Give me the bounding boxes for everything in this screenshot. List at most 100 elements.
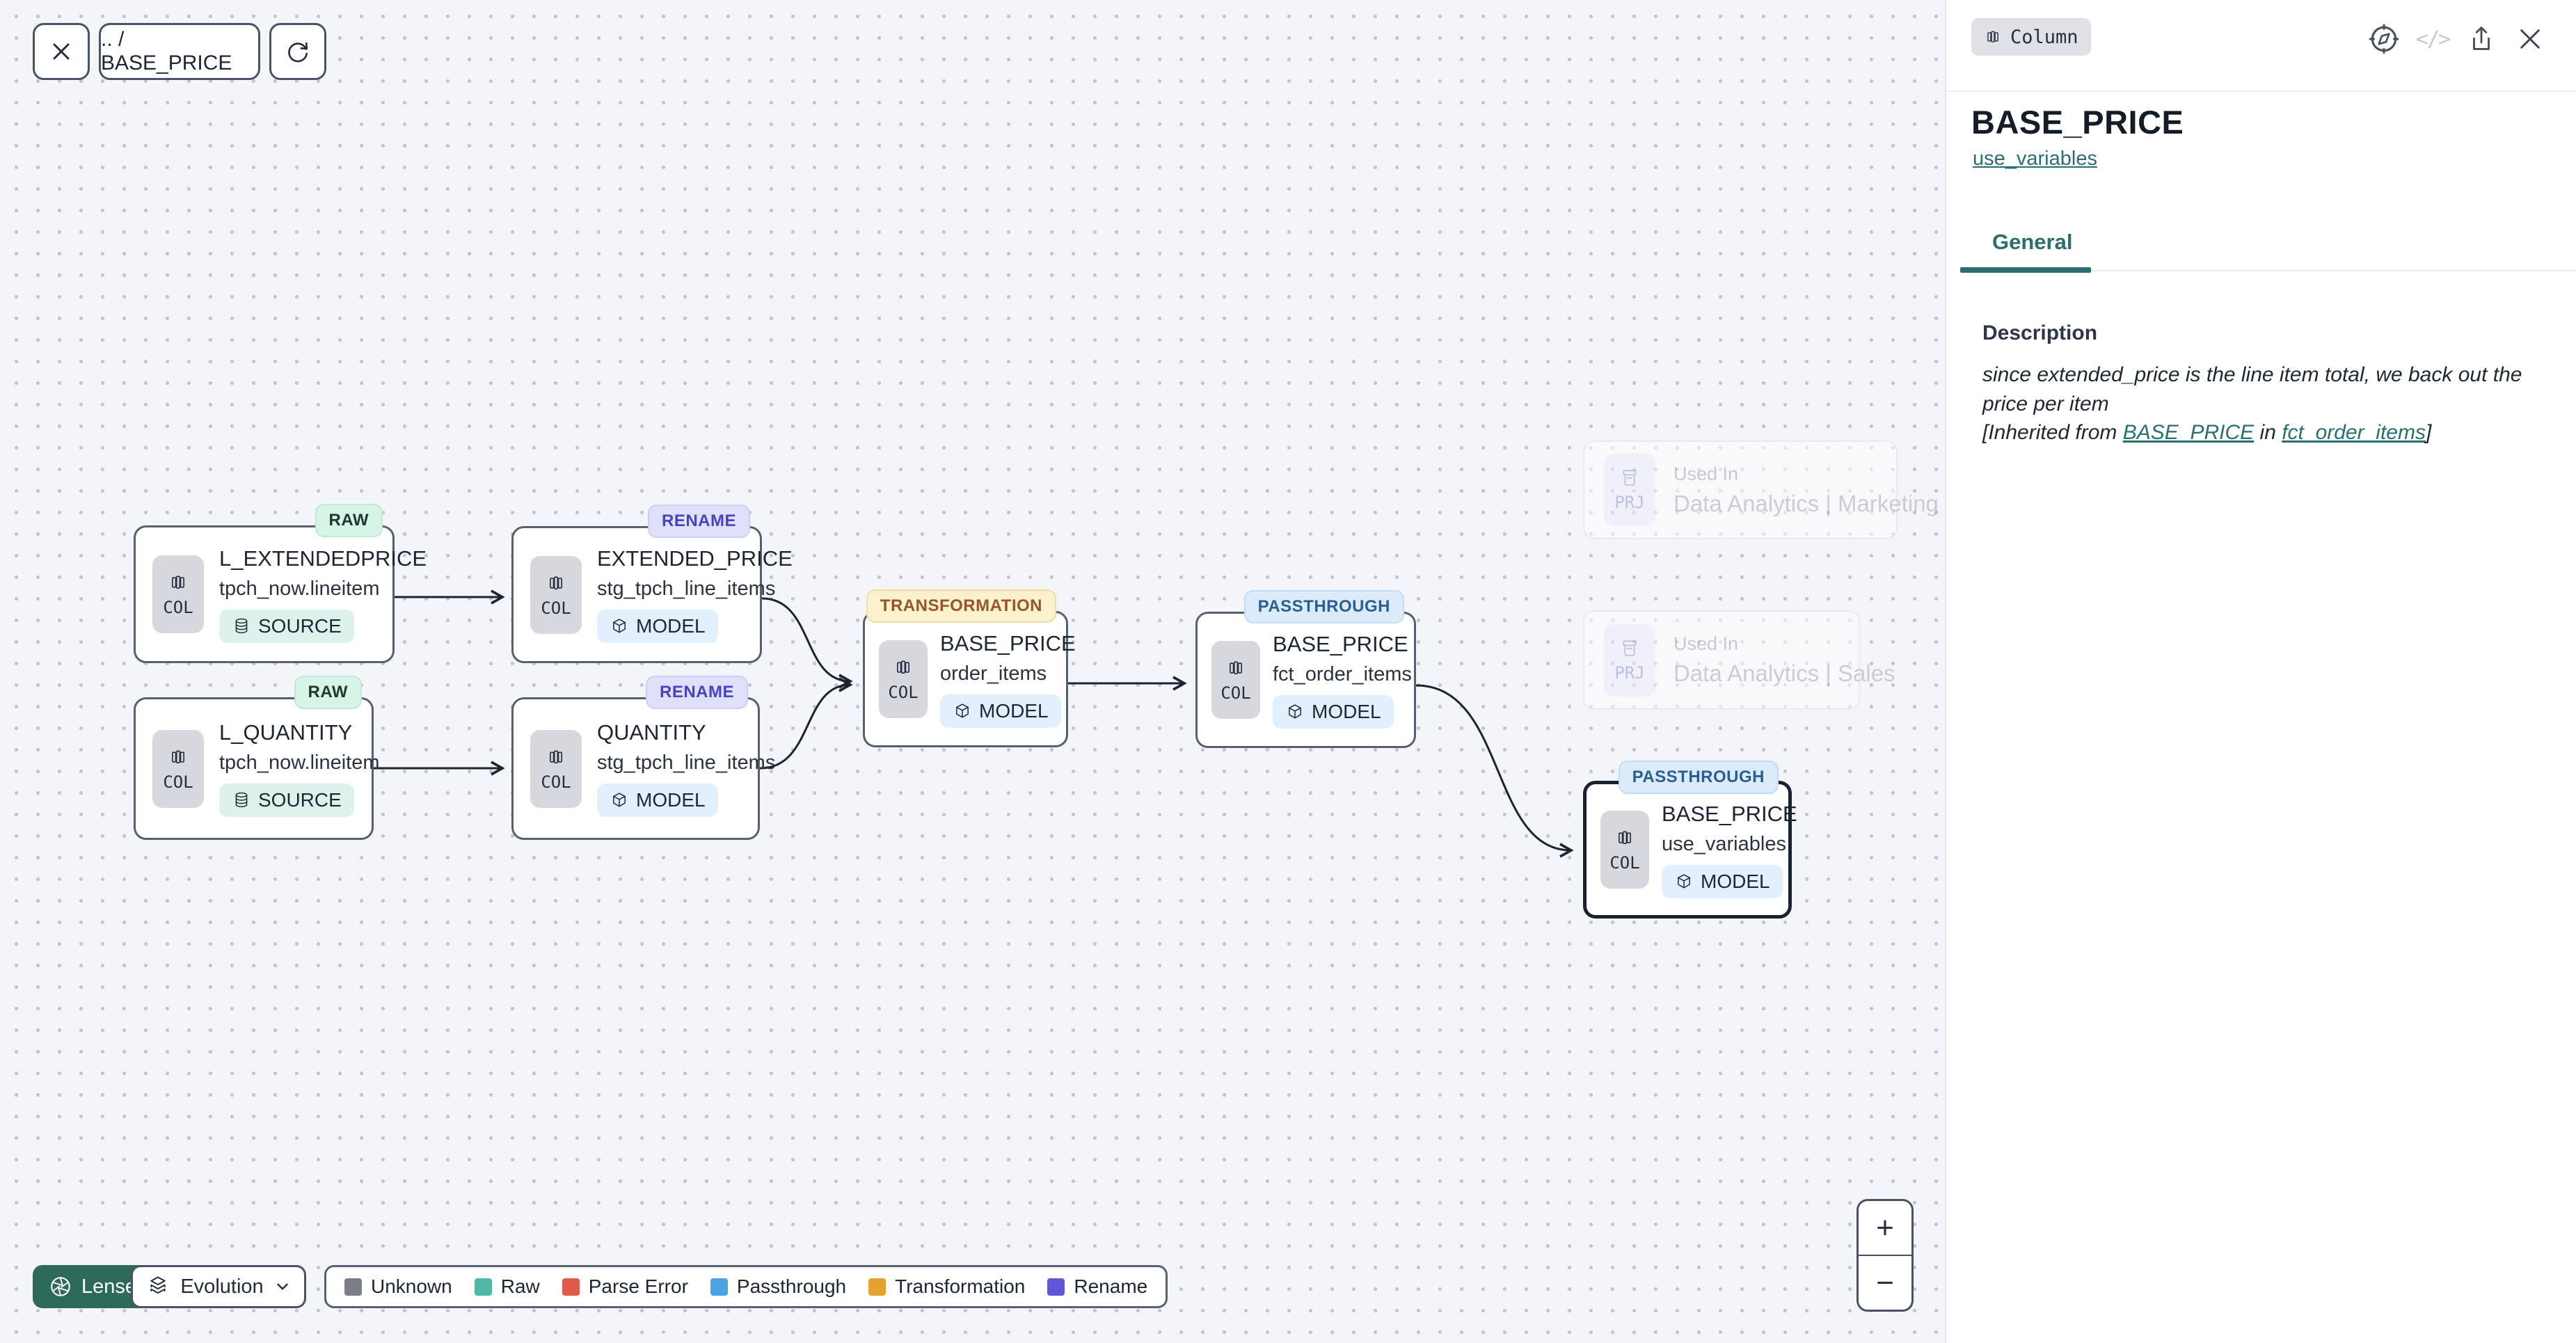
legend-swatch-raw xyxy=(474,1278,492,1296)
node-type-badge: RENAME xyxy=(645,676,748,709)
column-chip-label: COL xyxy=(541,598,571,618)
lineage-node-base-price-order-items[interactable]: TRANSFORMATION COL BASE_PRICE order_item… xyxy=(863,589,1076,747)
code-icon: </> xyxy=(2415,26,2451,51)
lens-legend: Unknown Raw Parse Error Passthrough Tran… xyxy=(324,1265,1168,1308)
inherited-column-link[interactable]: BASE_PRICE xyxy=(2122,421,2255,444)
description-heading: Description xyxy=(1982,321,2098,344)
refresh-button[interactable] xyxy=(269,23,326,80)
columns-icon xyxy=(172,749,185,763)
node-title: BASE_PRICE xyxy=(940,630,1076,655)
columns-icon xyxy=(550,749,563,763)
panel-actions: </> xyxy=(2366,21,2548,57)
tab-general[interactable]: General xyxy=(1992,230,2073,254)
legend-item: Parse Error xyxy=(562,1276,688,1298)
node-title: BASE_PRICE xyxy=(1273,631,1408,656)
entity-type-badge: Column xyxy=(1971,18,2091,56)
project-chip-label: PRJ xyxy=(1614,662,1645,683)
column-chip-label: COL xyxy=(163,772,193,792)
inherited-model-link[interactable]: fct_order_items xyxy=(2282,421,2426,444)
compass-button[interactable] xyxy=(2366,21,2402,57)
tabbar-divider xyxy=(1960,270,2576,271)
legend-item: Unknown xyxy=(344,1276,452,1298)
lens-aperture-icon xyxy=(51,1277,70,1296)
used-in-node-marketing: PRJ Used In Data Analytics | Marketing xyxy=(1583,440,1939,539)
breadcrumb[interactable]: .. / BASE_PRICE xyxy=(99,23,260,80)
active-tab-indicator xyxy=(1960,267,2091,273)
node-kind-badge: SOURCE xyxy=(219,784,354,817)
share-button[interactable] xyxy=(2463,21,2499,57)
used-in-project: Data Analytics | Sales xyxy=(1673,660,1895,686)
description-text: since extended_price is the line item to… xyxy=(1982,363,2522,415)
zoom-in-button[interactable]: + xyxy=(1859,1201,1911,1256)
lens-select-dropdown[interactable]: Evolution xyxy=(131,1265,306,1308)
close-icon xyxy=(53,43,70,60)
column-chip: COL xyxy=(1600,811,1649,889)
column-chip: COL xyxy=(152,555,204,633)
close-icon xyxy=(2520,29,2540,49)
node-subtitle: fct_order_items xyxy=(1273,662,1412,685)
lineage-node-base-price-use-variables[interactable]: PASSTHROUGH COL BASE_PRICE use_variables… xyxy=(1583,761,1797,919)
entity-type-label: Column xyxy=(2010,26,2078,48)
column-chip: COL xyxy=(530,729,582,808)
cube-icon xyxy=(1289,704,1301,719)
used-in-label: Used In xyxy=(1673,633,1739,654)
share-icon xyxy=(2473,26,2490,50)
selected-lens-label: Evolution xyxy=(180,1275,264,1298)
lineage-node-base-price-fct-order-items[interactable]: PASSTHROUGH COL BASE_PRICE fct_order_ite… xyxy=(1195,590,1416,748)
used-in-label: Used In xyxy=(1673,463,1739,484)
node-title: L_QUANTITY xyxy=(219,720,353,745)
layers-icon xyxy=(150,1276,166,1294)
zoom-out-button[interactable]: − xyxy=(1876,1265,1894,1300)
node-type-badge: RENAME xyxy=(647,504,750,538)
chevron-down-icon xyxy=(276,1283,288,1290)
inherited-note: [Inherited from BASE_PRICE in fct_order_… xyxy=(1982,421,2432,444)
node-title: L_EXTENDEDPRICE xyxy=(219,546,427,571)
legend-item: Transformation xyxy=(868,1276,1025,1298)
cube-icon xyxy=(956,703,969,718)
node-type-badge: PASSTHROUGH xyxy=(1618,761,1779,794)
used-in-node-sales: PRJ Used In Data Analytics | Sales xyxy=(1583,610,1895,710)
column-chip: COL xyxy=(530,555,582,634)
lineage-node-extended-price[interactable]: RENAME COL EXTENDED_PRICE stg_tpch_line_… xyxy=(511,504,793,663)
columns-icon xyxy=(1987,31,1998,42)
zoom-control: + − xyxy=(1857,1199,1914,1312)
model-link[interactable]: use_variables xyxy=(1973,148,2097,170)
node-type-badge: RAW xyxy=(294,676,362,709)
project-chip-label: PRJ xyxy=(1614,493,1645,512)
node-title: BASE_PRICE xyxy=(1662,801,1797,826)
node-kind-badge: SOURCE xyxy=(219,609,354,643)
columns-icon xyxy=(172,575,185,589)
used-in-project: Data Analytics | Marketing xyxy=(1673,490,1939,516)
lineage-canvas[interactable]: .. / BASE_PRICE PRJ Used In Data Analyti… xyxy=(0,0,1945,1343)
columns-icon xyxy=(1619,831,1632,844)
column-chip-label: COL xyxy=(888,683,919,702)
archive-icon xyxy=(1623,639,1637,656)
panel-title: BASE_PRICE xyxy=(1971,104,2184,141)
node-type-badge: PASSTHROUGH xyxy=(1243,590,1404,623)
database-icon xyxy=(235,618,248,633)
lineage-node-l-extendedprice[interactable]: RAW COL L_EXTENDEDPRICE tpch_now.lineite… xyxy=(134,504,427,663)
lineage-node-quantity[interactable]: RENAME COL QUANTITY stg_tpch_line_items … xyxy=(511,676,775,840)
refresh-icon xyxy=(288,42,308,63)
legend-item: Raw xyxy=(474,1276,540,1298)
columns-icon xyxy=(897,660,910,674)
node-kind-badge: MODEL xyxy=(1662,864,1783,898)
node-type-badge: RAW xyxy=(315,504,383,537)
close-lineage-button[interactable] xyxy=(33,23,90,80)
lineage-node-l-quantity[interactable]: RAW COL L_QUANTITY tpch_now.lineitem SOU… xyxy=(134,676,380,840)
node-kind-badge: MODEL xyxy=(1273,694,1394,729)
column-chip: COL xyxy=(879,640,928,718)
detail-panel: Column </> xyxy=(1945,0,2576,1343)
column-chip-label: COL xyxy=(541,772,571,792)
legend-item: Rename xyxy=(1047,1276,1147,1298)
database-icon xyxy=(235,792,248,808)
column-chip: COL xyxy=(152,729,204,808)
node-title: QUANTITY xyxy=(597,720,706,745)
archive-icon xyxy=(1623,470,1637,486)
close-panel-button[interactable] xyxy=(2512,21,2548,57)
project-chip: PRJ xyxy=(1604,623,1655,697)
cube-icon xyxy=(1678,873,1690,889)
code-button[interactable]: </> xyxy=(2415,21,2451,57)
cube-icon xyxy=(613,793,626,807)
node-subtitle: tpch_now.lineitem xyxy=(219,752,380,774)
